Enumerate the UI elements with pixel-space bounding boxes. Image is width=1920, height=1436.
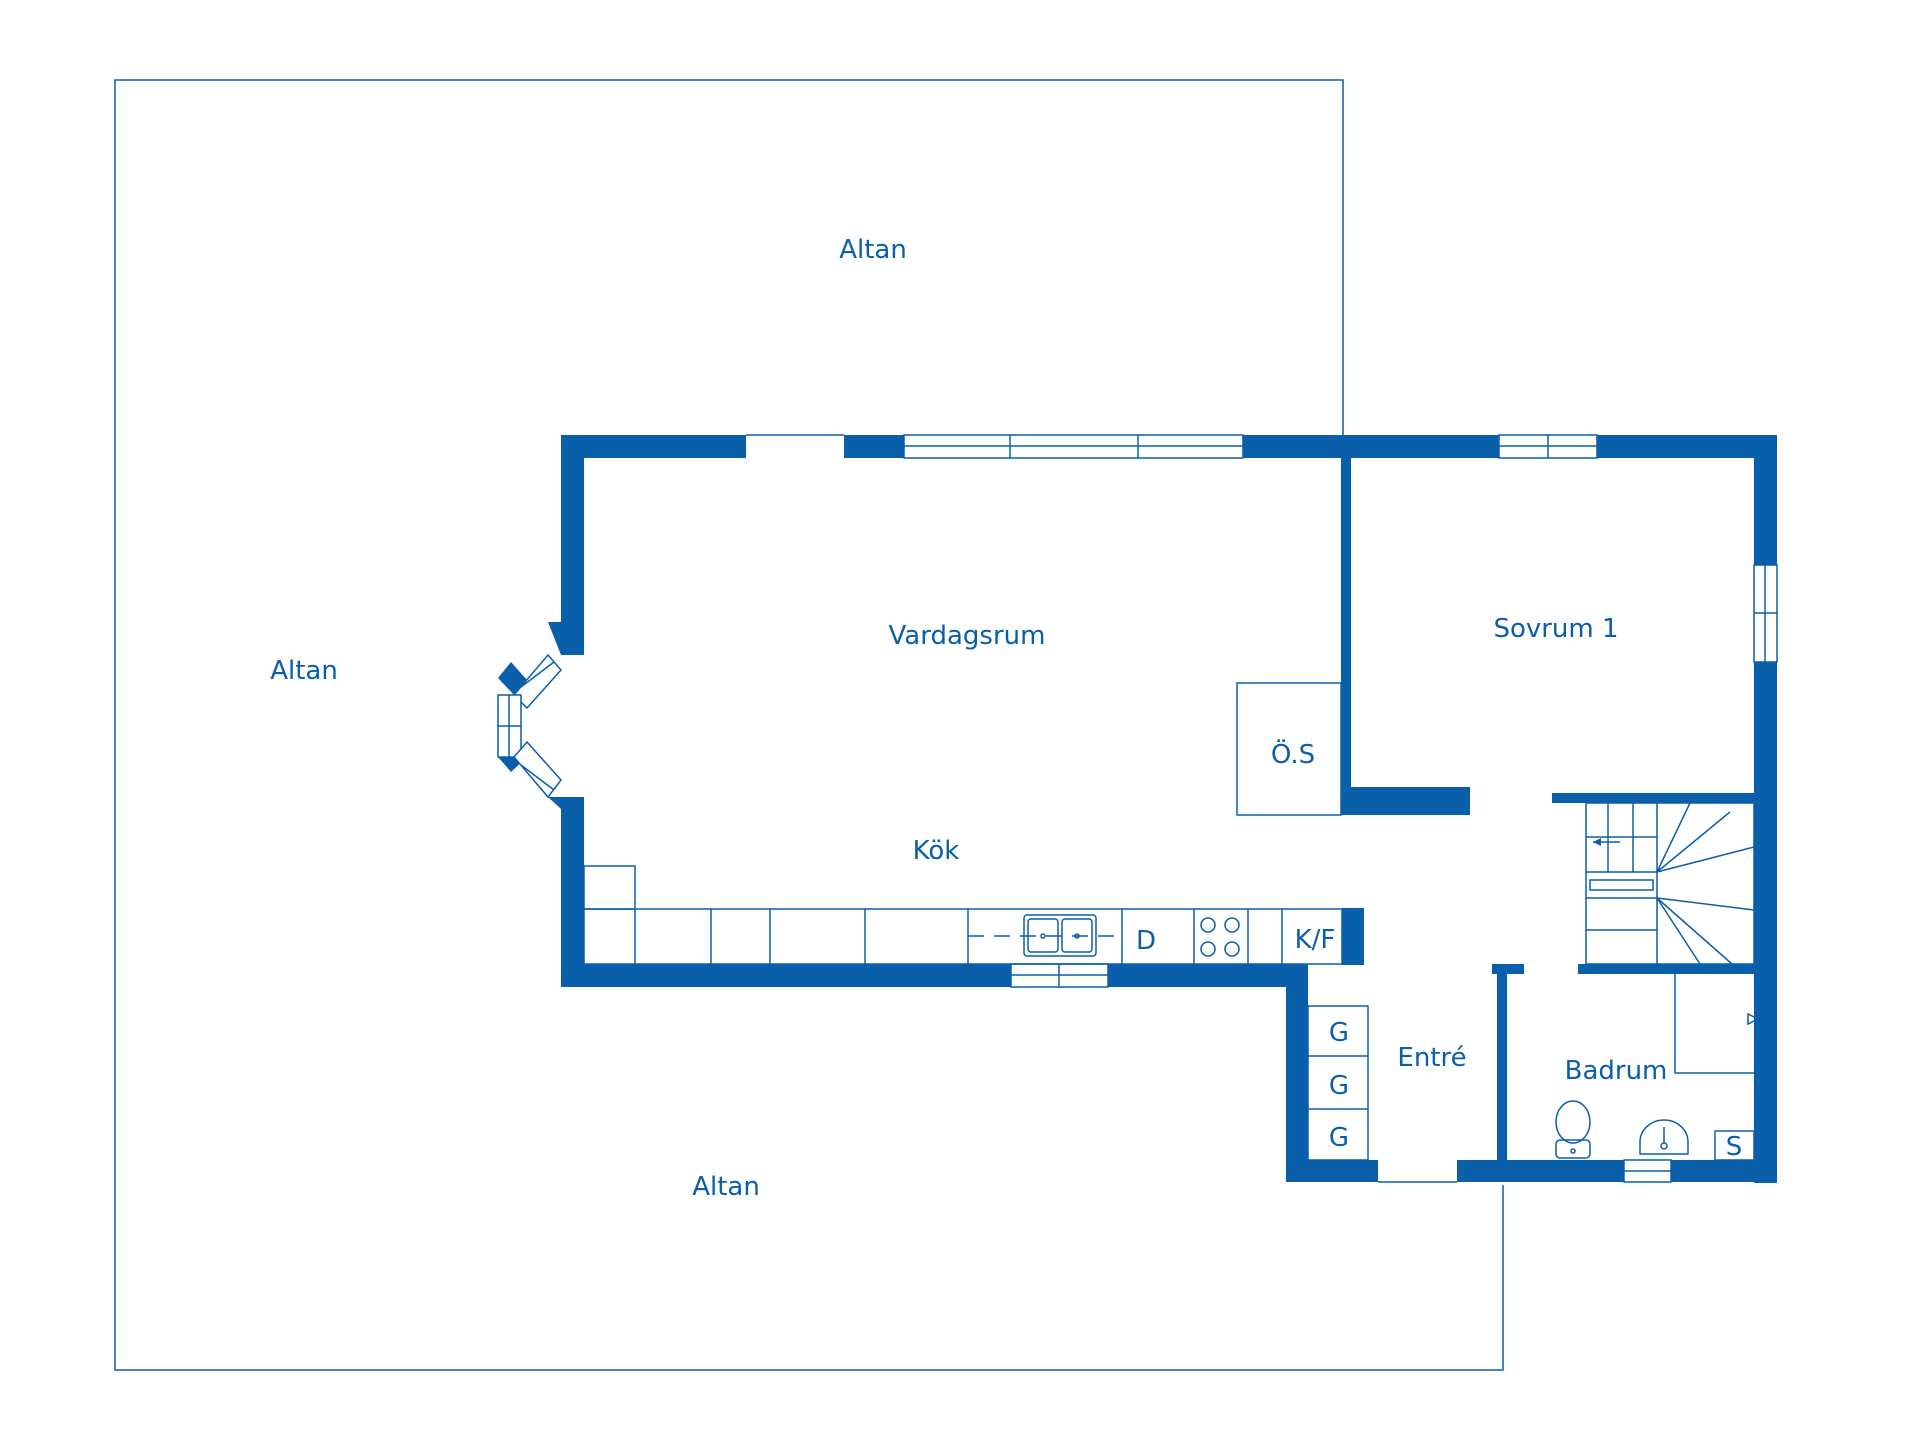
sink-icon [1023,914,1097,957]
room-label-entre: Entré [1397,1043,1466,1073]
dishwasher-label: D [1136,926,1156,956]
wardrobe-label: G [1329,1123,1349,1153]
room-labels: Altan Altan Altan Vardagsrum Kök Sovrum … [270,235,1667,1202]
room-label-altan-left: Altan [270,656,338,686]
wardrobes [1307,1005,1369,1161]
room-label-altan-top: Altan [839,235,907,265]
toilet-icon [1555,1100,1591,1159]
stove-icon [1200,917,1240,957]
room-label-kok: Kök [913,836,960,866]
bathroom-fixtures [1555,974,1760,1161]
room-label-badrum: Badrum [1565,1056,1668,1086]
fireplace-label: Ö.S [1271,738,1315,770]
room-label-vardagsrum: Vardagsrum [889,621,1046,651]
windows [497,434,1778,1183]
fridge-freezer-label: K/F [1295,925,1336,955]
washing-machine [1714,1130,1755,1161]
staircase [1585,802,1755,965]
wardrobe-label: G [1329,1071,1349,1101]
fixture-labels: Ö.S D K/F G G G S [1136,738,1742,1162]
terrace-outline [114,79,1504,1371]
fireplace [1236,682,1342,816]
room-label-altan-bottom: Altan [692,1172,760,1202]
wardrobe-label: G [1329,1018,1349,1048]
walls [498,435,1777,1183]
washbasin-icon [1639,1119,1689,1155]
room-label-sovrum: Sovrum 1 [1493,614,1618,644]
kitchen-counter [583,865,1343,965]
washing-machine-label: S [1726,1132,1743,1162]
